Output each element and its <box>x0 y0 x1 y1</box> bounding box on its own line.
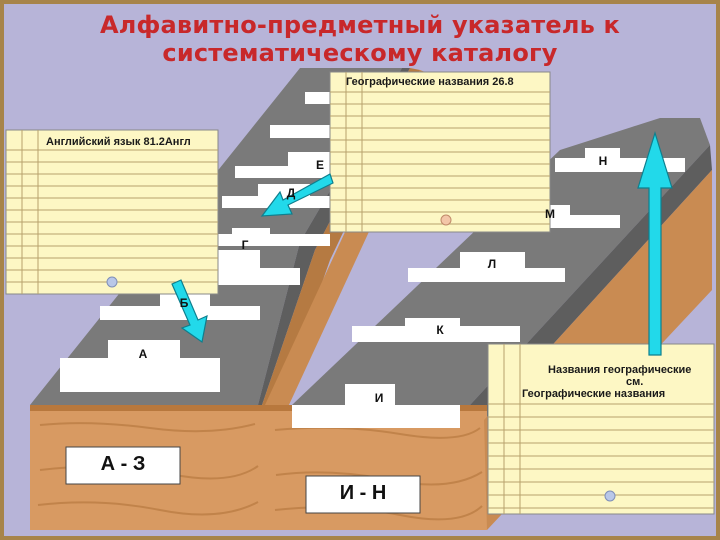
card-geo-top <box>329 71 551 233</box>
card-geo-reference-line-2: см. <box>626 376 644 388</box>
card-english <box>5 129 219 295</box>
card-hole <box>604 490 616 502</box>
card-hole <box>106 276 118 288</box>
tab-letter-e: Е <box>315 158 324 172</box>
range-label-left: А - З <box>100 453 146 475</box>
card-geo-reference-line-1: Названия географические <box>548 364 692 376</box>
tab-letter-n: Н <box>598 154 608 168</box>
tab-letter-l: Л <box>487 257 497 271</box>
card-english-text: Английский язык 81.2Англ <box>46 136 191 148</box>
arrow-up-to-n <box>637 130 673 356</box>
tab-letter-i: И <box>374 391 384 405</box>
slide-title-line-2: систематическому каталогу <box>162 39 558 67</box>
card-hole <box>440 214 452 226</box>
tab-letter-m: М <box>545 207 555 221</box>
card-geo-reference-line-3: Географические названия <box>522 388 666 400</box>
tab-letter-b: Б <box>179 296 189 310</box>
tab-letter-d: Д <box>286 186 296 200</box>
card-geo-top-text: Географические названия 26.8 <box>346 76 514 88</box>
range-box-right <box>305 475 421 514</box>
tab-letter-a: А <box>138 347 148 361</box>
arrow-to-b <box>171 279 208 344</box>
tab-letter-k: К <box>436 323 444 337</box>
tab-letter-g: Г <box>241 238 249 252</box>
range-label-right: И - Н <box>339 482 387 504</box>
arrow-to-d <box>260 173 334 217</box>
card-geo-reference <box>487 343 715 515</box>
slide-title-line-1: Алфавитно-предметный указатель к <box>99 11 621 39</box>
range-box-left <box>65 446 181 485</box>
